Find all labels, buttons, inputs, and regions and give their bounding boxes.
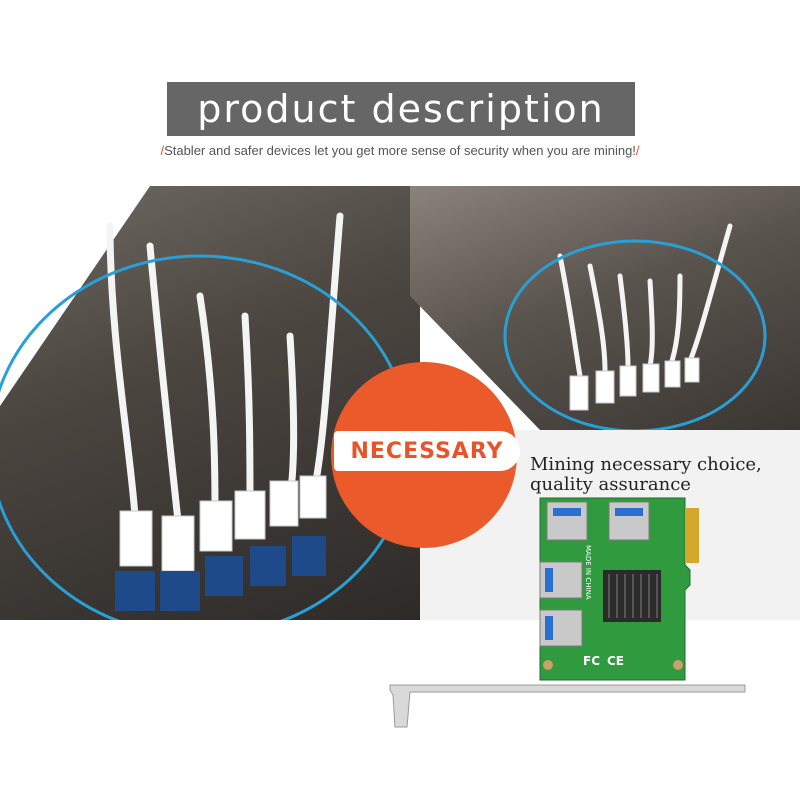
subtitle-text: Stabler and safer devices let you get mo… [164,143,636,158]
page-title: product description [197,87,605,131]
ce-mark: CE [607,654,624,668]
promo-line-1: Mining necessary choice, [530,454,762,475]
title-bar: product description [167,82,635,136]
fc-mark: FC [583,654,600,668]
pcie-card-illustration: MADE IN CHINA FC CE [389,497,746,728]
promo-line-2: quality assurance [530,474,691,495]
necessary-badge-label: NECESSARY [350,438,504,464]
cable-illustration-right [503,223,767,430]
subtitle-slash-left: / [160,143,165,158]
promo-text: Mining necessary choice, quality assuran… [530,455,790,495]
subtitle: /Stabler and safer devices let you get m… [0,143,800,158]
necessary-badge: NECESSARY [334,431,520,471]
made-in-label: MADE IN CHINA [584,545,592,600]
subtitle-slash-right: / [635,143,640,158]
pcie-card-image: MADE IN CHINA FC CE [385,490,755,730]
